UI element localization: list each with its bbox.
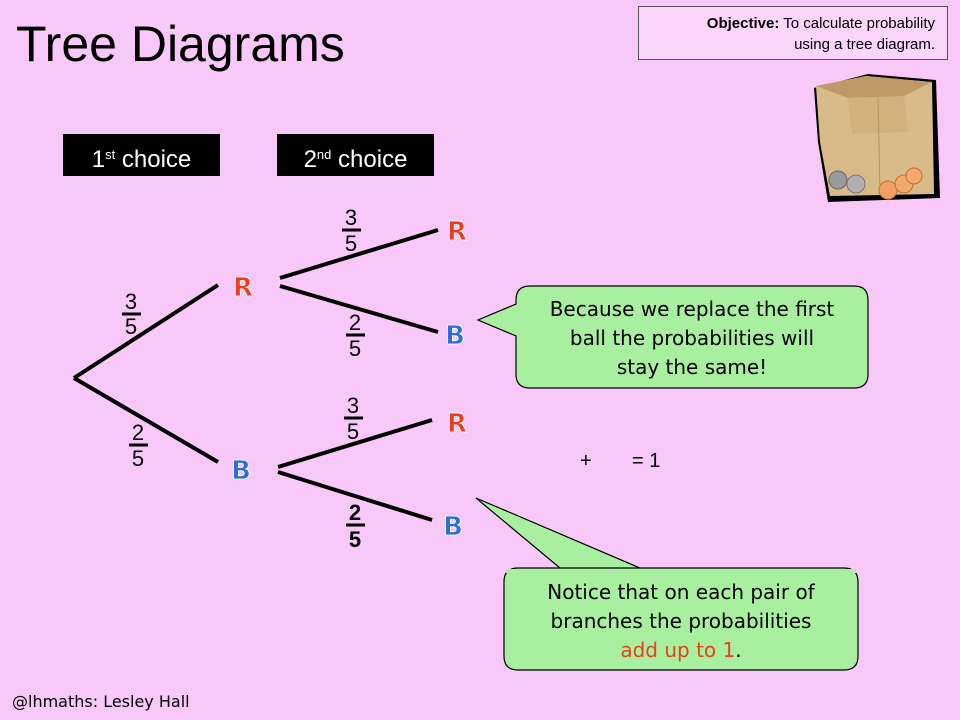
callout-sum-text: Notice that on each pair of branches the… (508, 578, 854, 665)
fraction-denominator: 5 (345, 231, 357, 256)
second-choice-num: 2 (303, 146, 317, 173)
branch-red-red (279, 228, 439, 280)
node-first-blue: B (231, 456, 251, 486)
sum-equals: = 1 (632, 450, 661, 472)
node-first-red: R (233, 273, 253, 303)
fraction-red-blue: 2 5 (346, 310, 365, 361)
fraction-denominator: 5 (125, 314, 137, 339)
branch-red-blue (279, 284, 439, 334)
fraction-denominator: 5 (349, 527, 361, 552)
callout-sum-highlight: add up to 1 (620, 638, 736, 662)
branch-blue-blue (277, 470, 433, 522)
first-choice-num: 1 (91, 146, 106, 173)
objective-line1: To calculate probability (783, 15, 935, 32)
fraction-numerator: 2 (349, 310, 361, 335)
fraction-blue-red: 3 5 (344, 393, 363, 444)
second-choice-header: 2nd choice (277, 134, 434, 176)
first-choice-text: choice (115, 146, 192, 173)
callout-sum-end: . (735, 638, 742, 662)
fraction-numerator: 3 (347, 393, 359, 418)
fraction-numerator: 2 (132, 420, 144, 445)
fraction-numerator: 3 (125, 289, 137, 314)
branch-first-red (72, 283, 220, 380)
fraction-first-blue: 2 5 (129, 420, 148, 471)
callout-replace-text: Because we replace the first ball the pr… (520, 295, 864, 382)
objective-box: Objective: To calculate probability usin… (638, 6, 948, 60)
fraction-denominator: 5 (132, 446, 144, 471)
branch-first-blue (72, 376, 220, 464)
callout-replace-line3: stay the same! (616, 355, 768, 379)
callout-replace-bubble (476, 285, 869, 389)
callout-replace-line1: Because we replace the first (549, 297, 835, 321)
objective-line2: using a tree diagram. (794, 36, 935, 53)
objective-label: Objective: (706, 15, 780, 32)
fraction-numerator: 3 (345, 205, 357, 230)
second-choice-text: choice (331, 146, 408, 173)
second-choice-sup: nd (316, 147, 332, 162)
fraction-blue-blue: 2 5 (346, 500, 365, 552)
footer-credit: @lhmaths: Lesley Hall (12, 692, 190, 711)
fraction-first-red: 3 5 (122, 289, 141, 339)
callout-replace-line2: ball the probabilities will (569, 326, 815, 350)
first-choice-header: 1st choice (63, 134, 220, 176)
fraction-denominator: 5 (347, 419, 359, 444)
branch-blue-red (277, 418, 433, 469)
paper-bag-icon (814, 74, 940, 202)
node-blue-blue: B (443, 512, 463, 542)
callout-sum-line1: Notice that on each pair of (547, 580, 815, 604)
sum-plus: + (580, 450, 592, 472)
node-blue-red: R (447, 409, 467, 439)
fraction-denominator: 5 (349, 336, 361, 361)
fraction-red-red: 3 5 (342, 205, 361, 256)
node-red-blue: B (445, 321, 465, 351)
fraction-numerator: 2 (349, 500, 361, 525)
page-title: Tree Diagrams (16, 16, 345, 72)
callout-sum-line2: branches the probabilities (550, 609, 812, 633)
first-choice-sup: st (105, 147, 116, 162)
node-red-red: R (447, 217, 467, 247)
